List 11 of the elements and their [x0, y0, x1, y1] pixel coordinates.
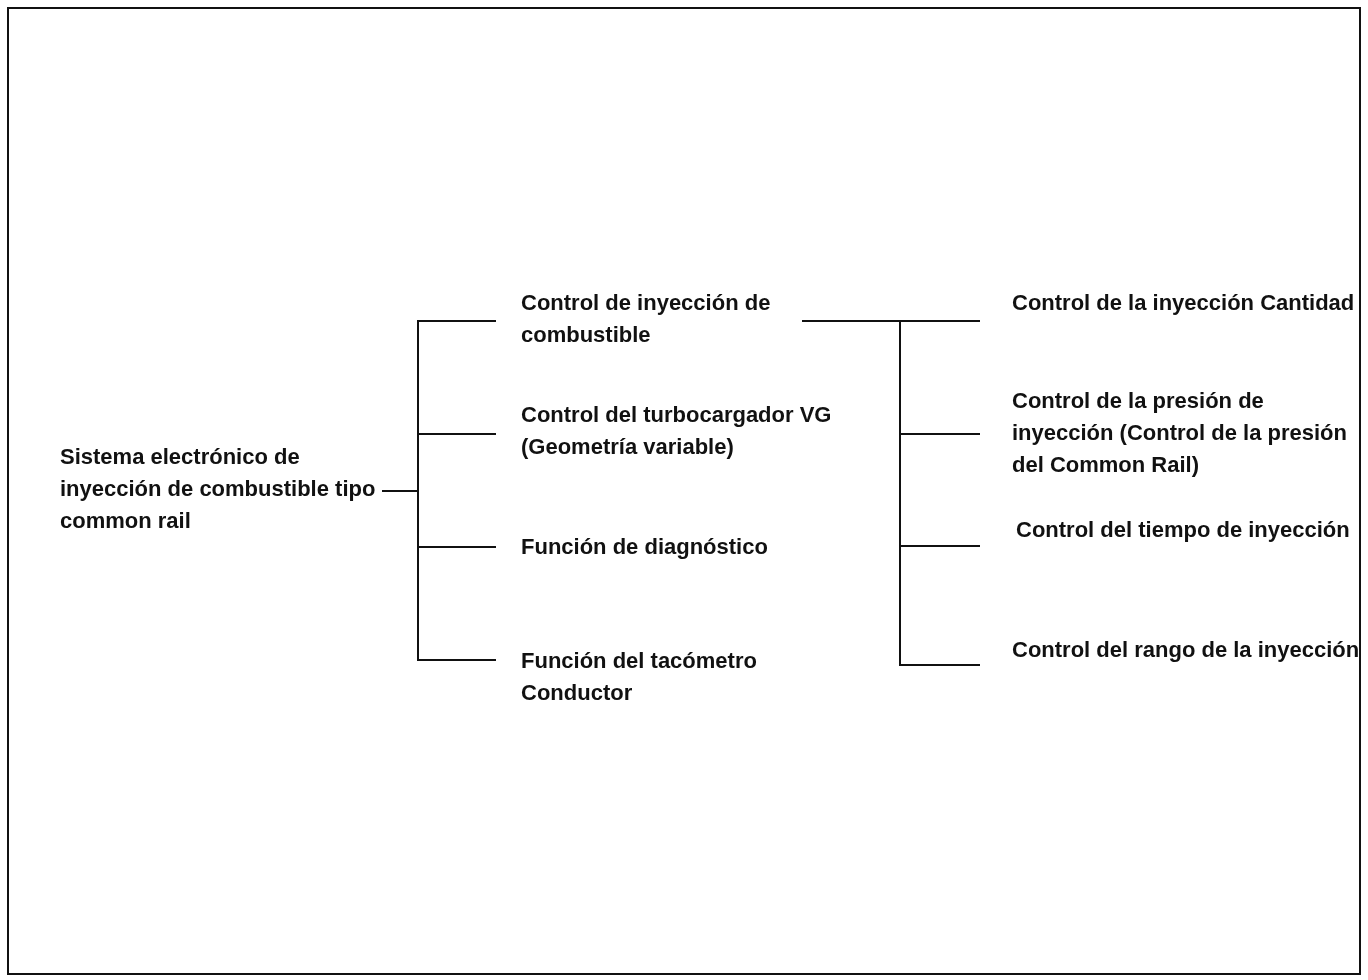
root-label: Sistema electrónico de inyección de combustible tipo common rail	[60, 443, 377, 535]
branch-label: Control del rango de la inyección	[1012, 636, 1360, 664]
branch-label: Control del tiempo de inyección	[1016, 516, 1351, 544]
branch-label: Control de inyección de combustible	[521, 289, 772, 349]
tree-connector	[801, 320, 981, 666]
branch-label: Función de diagnóstico	[521, 533, 769, 561]
branch-label: Control de la presión de inyección (Control de la presión del Common Rail)	[1012, 387, 1348, 479]
branch-label: Control de la inyección Cantidad	[1012, 289, 1356, 317]
tree-connector	[381, 490, 497, 661]
branch-label: Función del tacómetro Conductor	[521, 647, 758, 707]
branch-label: Control del turbocargador VG (Geometría variable)	[521, 401, 833, 461]
